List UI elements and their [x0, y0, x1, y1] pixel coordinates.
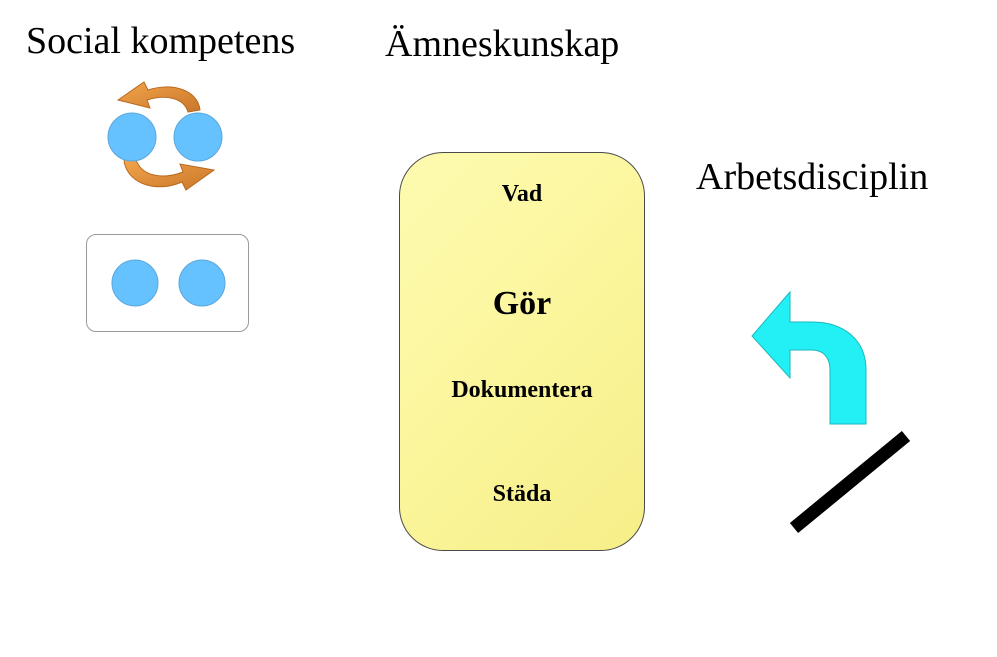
heading-amneskunskap: Ämneskunskap — [385, 23, 620, 65]
turn-left-arrow-icon — [751, 290, 867, 425]
heading-arbetsdisciplin: Arbetsdisciplin — [696, 156, 929, 198]
diagonal-bar-icon — [789, 430, 911, 534]
cycle-arrows-icon — [107, 81, 223, 191]
cycle-arrow-top — [116, 81, 201, 113]
step-stada: Städa — [492, 481, 552, 507]
paired-circles-box — [86, 234, 249, 332]
cycle-circle-left — [107, 112, 157, 162]
cycle-arrow-bottom — [123, 159, 216, 191]
step-gor: Gör — [492, 285, 552, 322]
paired-circles-icon — [111, 259, 226, 307]
step-dokumentera: Dokumentera — [451, 377, 593, 403]
step-vad: Vad — [501, 181, 543, 207]
pair-circle-right — [178, 259, 226, 307]
cycle-circle-right — [173, 112, 223, 162]
steps-card: Vad Gör Dokumentera Städa — [399, 152, 645, 551]
pair-circle-left — [111, 259, 159, 307]
heading-social-kompetens: Social kompetens — [26, 20, 296, 62]
